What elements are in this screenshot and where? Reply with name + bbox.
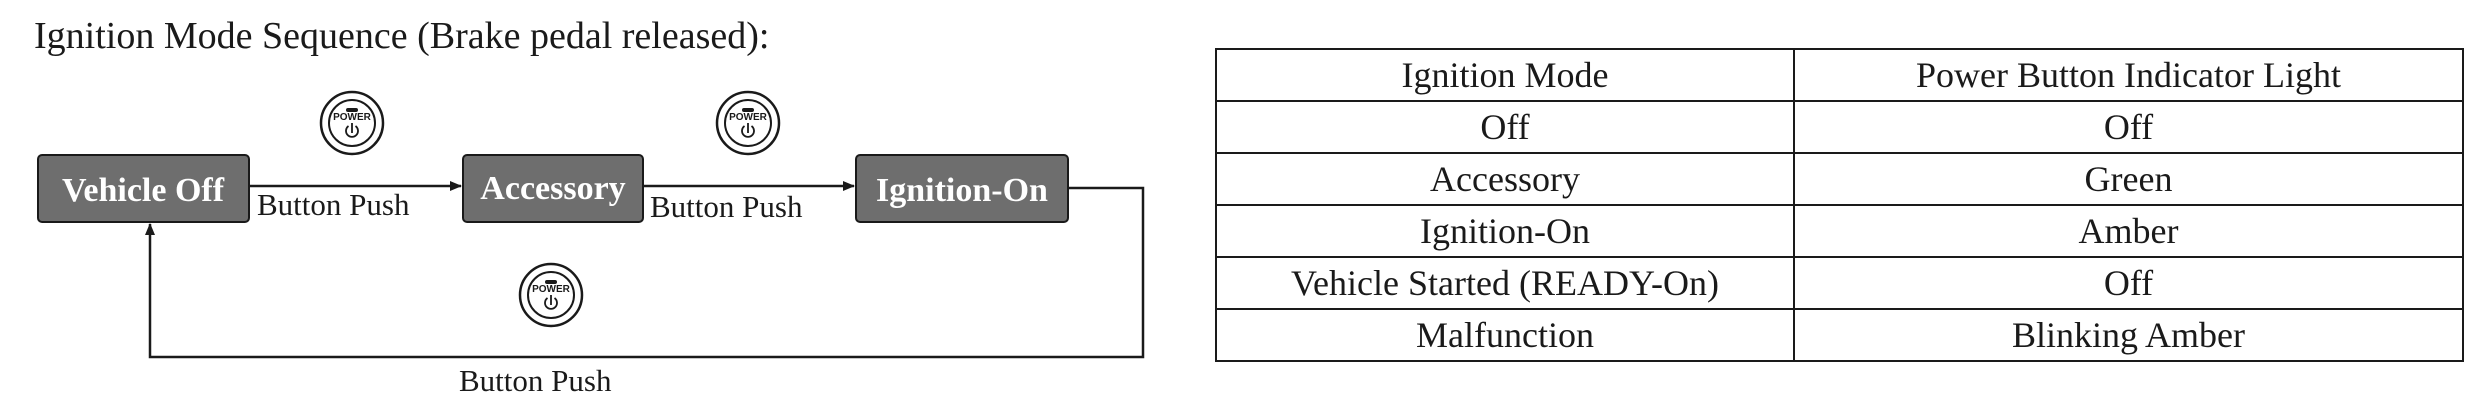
table-row: Ignition-On Amber [1215,204,2464,258]
mode-box-ignition-on: Ignition-On [855,154,1069,223]
table-cell-mode: Vehicle Started (READY-On) [1215,256,1795,310]
table-cell-light: Amber [1793,204,2464,258]
mode-box-accessory: Accessory [462,154,644,223]
table-row: Off Off [1215,100,2464,154]
power-button-icon: POWER [715,90,781,156]
indicator-light-table: Ignition Mode Power Button Indicator Lig… [1215,48,2464,362]
power-button-text: POWER [729,112,768,123]
power-button-icon: POWER [518,262,584,328]
mode-label-accessory: Accessory [480,170,625,207]
table-cell-mode: Ignition-On [1215,204,1795,258]
table-row: Vehicle Started (READY-On) Off [1215,256,2464,310]
ignition-sequence-diagram: Vehicle Off Accessory Ignition-On Button… [37,90,1145,398]
table-row: Malfunction Blinking Amber [1215,308,2464,362]
mode-label-ignition-on: Ignition-On [876,172,1048,209]
power-button-text: POWER [532,284,571,295]
table-cell-light: Blinking Amber [1793,308,2464,362]
page-title: Ignition Mode Sequence (Brake pedal rele… [34,15,770,57]
column-header-ignition-mode: Ignition Mode [1215,48,1795,102]
column-header-indicator-light: Power Button Indicator Light [1793,48,2464,102]
transition-label-1: Button Push [257,187,410,222]
table-header-row: Ignition Mode Power Button Indicator Lig… [1215,48,2464,102]
table-cell-light: Off [1793,100,2464,154]
power-button-icon: POWER [319,90,385,156]
table-cell-mode: Off [1215,100,1795,154]
mode-box-vehicle-off: Vehicle Off [37,154,250,223]
table-cell-mode: Accessory [1215,152,1795,206]
mode-label-vehicle-off: Vehicle Off [62,172,225,209]
arrow-ignition-back-to-off [145,186,1145,359]
table-row: Accessory Green [1215,152,2464,206]
table-cell-light: Green [1793,152,2464,206]
power-button-text: POWER [333,112,372,123]
table-cell-mode: Malfunction [1215,308,1795,362]
table-cell-light: Off [1793,256,2464,310]
transition-label-2: Button Push [650,189,803,224]
transition-label-3: Button Push [459,363,612,398]
